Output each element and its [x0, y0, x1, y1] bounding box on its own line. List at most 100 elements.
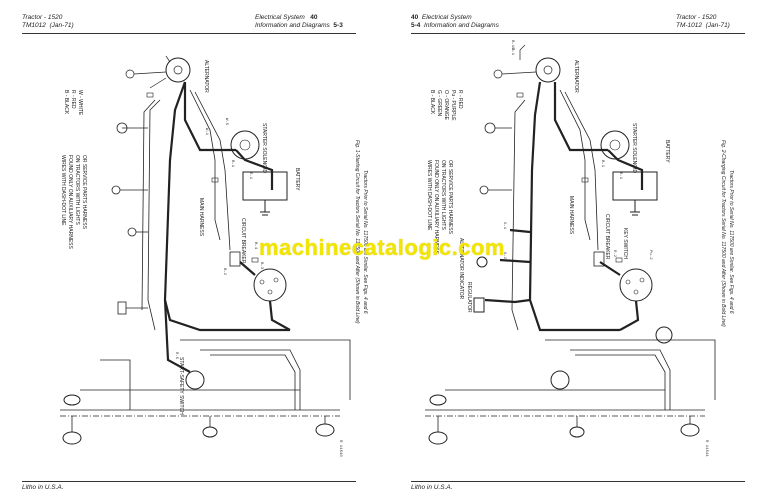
connector-icon — [117, 301, 127, 315]
watermark-text: machinecatalogic.com — [259, 235, 505, 260]
label-fig-number: R 11541 — [704, 440, 708, 457]
light-icon — [429, 394, 447, 406]
note-line: FOUND ONLY ON AUXILIARY HARNESS — [433, 160, 439, 254]
note-line: OR SERVICE PARTS HARNESS — [447, 160, 453, 235]
header-date: (Jan-71) — [705, 22, 730, 29]
label-w1: W-1 — [204, 128, 208, 136]
label-o1: O-1 — [510, 48, 514, 56]
header-page-num: 5-4 — [411, 22, 421, 29]
header-right-block: Tractor - 1520 TM-1012 (Jan-71) — [676, 14, 730, 30]
label-b1: B-1 — [600, 160, 604, 168]
indicator-lamp-icon — [476, 256, 488, 268]
left-page: Tractor - 1520 TM1012 (Jan-71) Electrica… — [22, 14, 356, 491]
label-r1: R-1 — [618, 172, 622, 180]
header-rule — [411, 33, 745, 34]
figure-caption-line1: Fig. 1-Starting Circuit for Tractors Ser… — [354, 140, 360, 324]
label-starter-solenoid: STARTER SOLENOID — [261, 123, 267, 173]
light-icon — [62, 431, 82, 445]
note-line: ON TRACTORS WITH LIGHTS — [440, 160, 446, 230]
start-safety-switch-symbol — [185, 370, 205, 390]
note-line: WIRES WITH DASH-DOT LINE — [60, 155, 66, 226]
alternator-symbol — [165, 57, 191, 83]
header-section-num: 40 — [411, 14, 419, 21]
light-icon — [680, 423, 700, 437]
label-r1: R-1 — [248, 172, 252, 180]
note-line: OR SERVICE PARTS HARNESS — [81, 155, 87, 230]
footer-text: Litho in U.S.A. — [22, 484, 64, 491]
label-main-harness: MAIN HARNESS — [568, 196, 574, 235]
header-section: Electrical System — [255, 14, 305, 21]
note-line: ON TRACTORS WITH LIGHTS — [74, 155, 80, 225]
header-left-block: 40 Electrical System 5-4 Information and… — [411, 14, 499, 30]
label-w5: W-5 — [224, 118, 228, 126]
legend-item: R - RED — [70, 90, 76, 109]
alternator-symbol — [535, 57, 561, 83]
figure-caption-line2: Tractors Prior to Serial No. 117500 are … — [362, 170, 368, 314]
light-icon — [569, 426, 585, 438]
label-alternator: ALTERNATOR — [573, 60, 579, 93]
starter-solenoid-symbol — [230, 130, 260, 160]
footer-text: Litho in U.S.A. — [411, 484, 453, 491]
header-manual: TM1012 — [22, 22, 46, 29]
right-page: 40 Electrical System 5-4 Information and… — [384, 0, 768, 497]
light-icon — [63, 394, 81, 406]
label-b1: B-1 — [230, 160, 234, 168]
key-switch-symbol — [253, 268, 287, 302]
light-icon — [428, 431, 448, 445]
legend-item: B - BLACK — [429, 90, 435, 115]
header-page-num: 5-3 — [333, 22, 343, 29]
label-g1: G-1 — [502, 222, 506, 230]
figure-caption-line2: Tractors Prior to Serial No. 117500 are … — [728, 170, 734, 314]
label-main-harness: MAIN HARNESS — [198, 198, 204, 237]
label-circuit-breaker: CIRCUIT BREAKER — [604, 214, 610, 260]
label-fig-number: R 11540 — [338, 440, 342, 457]
legend-item: G - GREEN — [436, 90, 442, 117]
header-subtitle: Information and Diagrams — [255, 22, 330, 29]
label-starter-solenoid: STARTER SOLENOID — [631, 123, 637, 173]
label-alternator: ALTERNATOR — [203, 60, 209, 93]
circuit-breaker-symbol — [229, 251, 241, 267]
label-indicator: ALTERNATOR INDICATOR — [458, 238, 464, 300]
label-r5: R-5 — [174, 352, 178, 360]
legend-item: B - BLACK — [63, 90, 69, 115]
header-date: (Jan-71) — [49, 22, 74, 29]
label-b2: B-2 — [222, 268, 226, 276]
label-g2: G-2 — [502, 252, 506, 260]
left-diagram-labels: ALTERNATOR STARTER SOLENOID BATTERY MAIN… — [60, 60, 368, 457]
right-diagram-labels: ALTERNATOR STARTER SOLENOID BATTERY MAIN… — [426, 40, 734, 457]
circuit-breaker-symbol — [593, 251, 605, 267]
label-b10: B-10 — [510, 40, 514, 50]
header-section: Electrical System — [421, 14, 472, 21]
label-battery: BATTERY — [664, 140, 670, 163]
light-icon — [315, 423, 335, 437]
label-b3: B-3 — [259, 262, 263, 270]
light-icon — [202, 426, 218, 438]
left-wiring-diagram — [60, 55, 351, 445]
key-switch-symbol — [619, 268, 653, 302]
ground-terminal-icon — [493, 69, 503, 79]
header-section-num: 40 — [310, 14, 318, 21]
label-b4: B-4 — [253, 242, 257, 250]
label-start-safety-switch: START-SAFETY SWITCH — [178, 357, 184, 415]
header-tractor: Tractor - 1520 — [676, 14, 717, 21]
label-circuit-breaker: CIRCUIT BREAKER — [240, 218, 246, 264]
label-key-switch: KEY SWITCH — [622, 228, 628, 259]
header-tractor: Tractor - 1520 — [22, 14, 63, 21]
label-r2: R-2 — [612, 250, 616, 258]
legend-item: W - WHITE — [77, 90, 83, 116]
regulator-symbol — [473, 297, 485, 313]
footer-rule — [411, 481, 745, 482]
label-regulator: REGULATOR — [466, 282, 472, 313]
figure-caption-line1: Fig. 2-Charging Circuit for Tractors Ser… — [720, 140, 726, 327]
ground-terminal-icon — [125, 69, 135, 79]
header-rule — [22, 33, 356, 34]
right-wiring-diagram — [425, 44, 716, 445]
note-line: WIRES WITH DASH-DOT LINE — [426, 160, 432, 231]
legend-item: R - RED — [457, 90, 463, 109]
header-subtitle: Information and Diagrams — [424, 22, 499, 29]
label-battery: BATTERY — [294, 168, 300, 191]
legend-item: O - ORANGE — [443, 90, 449, 121]
footer-rule — [22, 481, 356, 482]
header-left-block: Tractor - 1520 TM1012 (Jan-71) — [22, 14, 74, 30]
